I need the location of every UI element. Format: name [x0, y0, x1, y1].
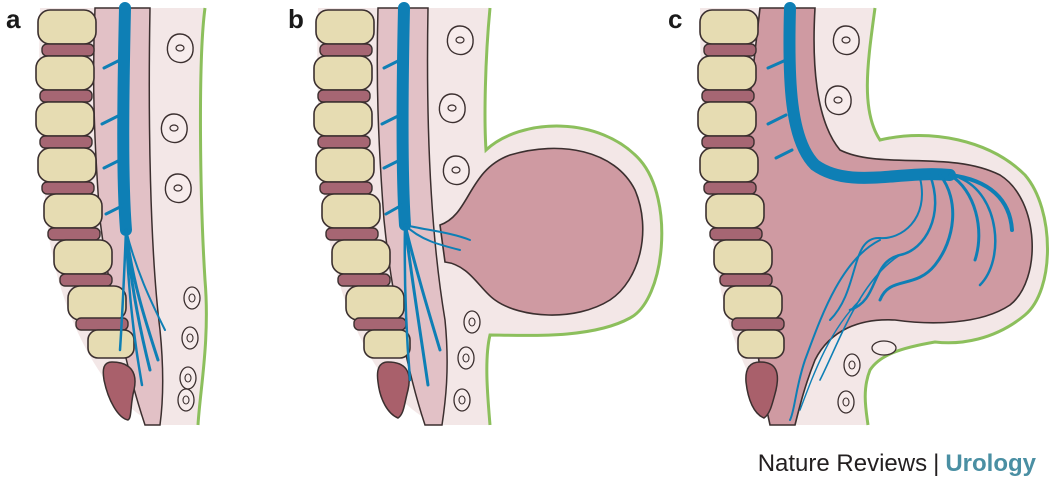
panel-a: a — [6, 2, 208, 426]
panel-a-coccyx — [102, 361, 136, 421]
panel-b-vertebral-column — [313, 9, 411, 419]
panel-c-coccyx — [745, 361, 779, 419]
panel-a-spinal-cord — [100, 2, 166, 387]
panel-b-meningocele-sac — [439, 147, 644, 316]
panel-b-dura — [376, 7, 448, 426]
source-credit: Nature Reviews|Urology — [758, 450, 1036, 478]
panel-b-label: b — [288, 4, 304, 34]
panel-c-organs — [824, 25, 897, 414]
panel-c-skin-outline — [863, 7, 1049, 426]
credit-separator: | — [933, 450, 940, 477]
panel-a-skin-outline — [196, 7, 208, 426]
panel-c-vertebral-column — [697, 9, 785, 419]
panel-c-label: c — [668, 4, 682, 34]
panel-c: c — [668, 2, 1049, 426]
panel-b-spinal-cord — [380, 2, 471, 387]
panel-b-skin-outline — [483, 7, 664, 426]
publisher-name: Nature Reviews — [757, 450, 928, 477]
panel-a-vertebral-column — [35, 9, 136, 421]
panel-b: b — [288, 2, 664, 426]
panel-b-coccyx — [376, 361, 410, 419]
panel-c-spinal-cord — [766, 2, 1014, 421]
panel-a-label: a — [6, 4, 21, 34]
journal-name: Urology — [945, 450, 1036, 477]
